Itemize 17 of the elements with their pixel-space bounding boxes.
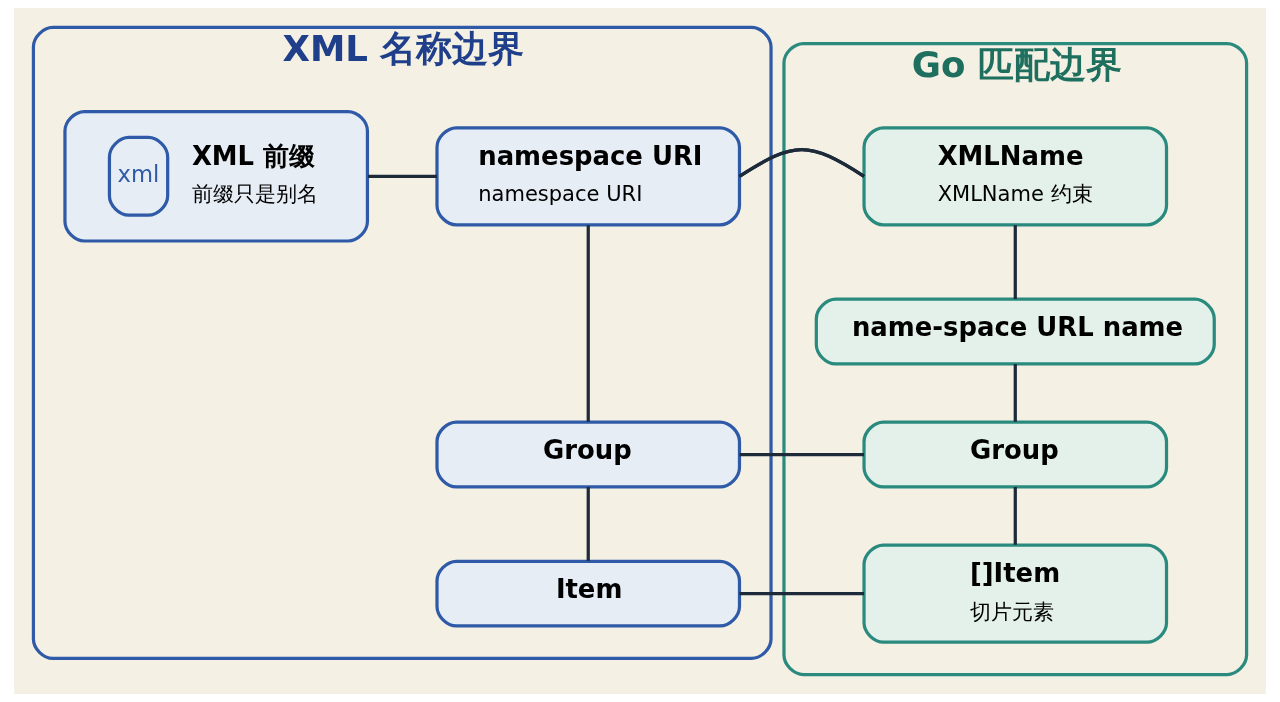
connector [1013,364,1017,422]
connector [1013,486,1017,545]
node-box: namespace URI namespace URI [435,126,742,227]
node-box: xml XML 前缀 前缀只是别名 [63,109,370,243]
node-box: name-space URL name [814,297,1216,366]
connector [586,486,590,561]
node-box: XMLName XMLName 约束 [862,126,1169,227]
connector [1013,225,1017,300]
connector [738,148,865,178]
node-box: Group [862,420,1169,489]
connector [586,225,590,422]
connector [368,174,437,178]
node-box: []Item 切片元素 [862,543,1169,644]
connector [739,452,865,457]
node-box: Group [435,420,742,489]
node-box: Item [435,559,742,628]
connector [739,592,865,596]
